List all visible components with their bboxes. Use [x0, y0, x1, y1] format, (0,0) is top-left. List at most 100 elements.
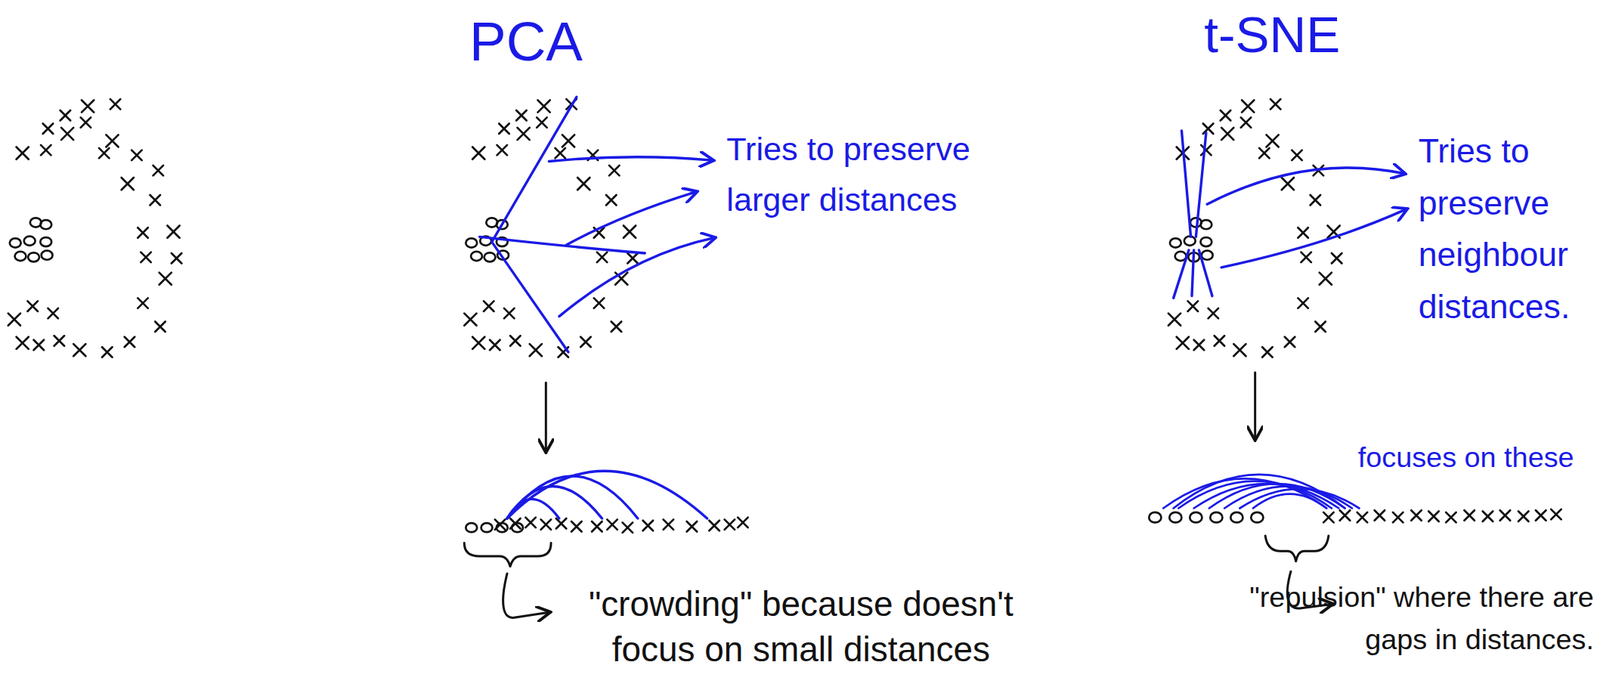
blue-note: Tries to preserve neighbour distances.	[1418, 124, 1594, 334]
x-mark	[562, 134, 575, 147]
label-slot: Tries to preserve neighbour distances.	[1418, 124, 1594, 334]
x-mark	[16, 147, 29, 160]
o-mark	[1200, 219, 1212, 230]
x-mark	[472, 147, 485, 160]
x-mark	[504, 308, 515, 319]
x-mark	[1270, 99, 1282, 110]
brace	[464, 542, 551, 567]
x-mark	[580, 337, 592, 348]
distance-arc	[1253, 494, 1327, 509]
x-mark	[1300, 252, 1312, 264]
x-mark	[510, 335, 521, 347]
x-mark	[1168, 313, 1181, 326]
blue-note: focuses on these	[1358, 440, 1595, 475]
annotation: "crowding" because doesn't focus on smal…	[556, 581, 1047, 672]
x-mark	[1214, 335, 1226, 347]
pointer-arrow	[1206, 167, 1405, 205]
neighbour-line	[1198, 250, 1213, 297]
x-mark	[47, 308, 59, 319]
o-mark	[1169, 238, 1182, 248]
x-mark	[1284, 337, 1296, 348]
x-mark	[708, 520, 720, 532]
x-mark	[60, 110, 72, 121]
distance-line	[479, 236, 646, 254]
x-mark	[571, 521, 582, 533]
x-mark	[517, 127, 530, 140]
label-slot: PCA	[469, 8, 613, 75]
down-arrow	[544, 382, 548, 451]
x-mark	[516, 110, 527, 121]
x-mark	[1445, 512, 1457, 524]
o-mark	[1148, 512, 1161, 524]
x-mark	[510, 518, 521, 530]
x-mark	[1262, 346, 1273, 358]
label-slot: Tries to preserve larger distances	[726, 124, 982, 226]
label-slot: t-SNE	[1203, 3, 1399, 65]
x-mark	[606, 194, 617, 206]
x-mark	[43, 123, 54, 134]
x-mark	[1310, 194, 1322, 206]
x-mark	[556, 518, 567, 530]
leader-arrow	[503, 573, 550, 618]
x-mark	[131, 150, 143, 161]
x-mark	[105, 134, 118, 147]
x-mark	[1323, 512, 1334, 524]
o-mark	[1250, 512, 1263, 524]
x-mark	[627, 253, 638, 264]
o-mark	[1189, 512, 1202, 524]
x-mark	[1194, 340, 1205, 351]
x-mark	[1297, 227, 1309, 239]
x-mark	[1188, 300, 1199, 312]
distance-arc	[507, 470, 708, 519]
tsne-data	[1168, 99, 1407, 358]
x-mark	[124, 337, 136, 348]
x-mark	[1200, 145, 1212, 156]
x-mark	[153, 165, 165, 177]
x-mark	[497, 145, 508, 156]
x-mark	[495, 519, 506, 530]
x-mark	[687, 521, 698, 533]
x-mark	[577, 177, 590, 190]
label-slot: focuses on these	[1358, 440, 1595, 475]
o-mark	[465, 523, 477, 533]
neighbour-line	[1195, 133, 1207, 238]
o-mark	[1230, 512, 1243, 524]
x-mark	[54, 335, 65, 347]
pointer-arrow	[559, 238, 715, 317]
x-mark	[16, 337, 29, 350]
x-mark	[8, 313, 21, 326]
x-mark	[489, 340, 501, 351]
x-mark	[737, 517, 749, 529]
o-mark	[9, 238, 22, 248]
x-mark	[1482, 511, 1494, 523]
x-mark	[663, 519, 675, 530]
x-mark	[538, 99, 551, 112]
o-mark	[15, 251, 27, 261]
x-mark	[1319, 272, 1332, 285]
x-mark	[622, 522, 634, 533]
o-mark	[484, 252, 496, 262]
x-mark	[99, 148, 110, 159]
x-mark	[724, 519, 736, 530]
x-mark	[609, 165, 620, 177]
x-mark	[1176, 337, 1189, 350]
x-mark	[171, 253, 183, 264]
x-mark	[1518, 511, 1529, 523]
o-mark	[40, 219, 52, 230]
x-mark	[611, 321, 623, 332]
x-mark	[464, 313, 477, 326]
x-mark	[81, 99, 94, 112]
x-mark	[1281, 177, 1294, 190]
x-mark	[1392, 512, 1404, 524]
x-mark	[1241, 99, 1254, 112]
x-mark	[529, 343, 542, 356]
o-mark	[40, 237, 52, 247]
neighbour-line	[1173, 250, 1189, 298]
label-slot: "repulsion" where there are gaps in dist…	[1183, 577, 1594, 661]
x-mark	[110, 99, 121, 110]
x-mark	[121, 177, 134, 190]
o-mark	[465, 238, 477, 248]
neighbour-line	[1181, 130, 1191, 237]
brace	[1265, 535, 1329, 562]
